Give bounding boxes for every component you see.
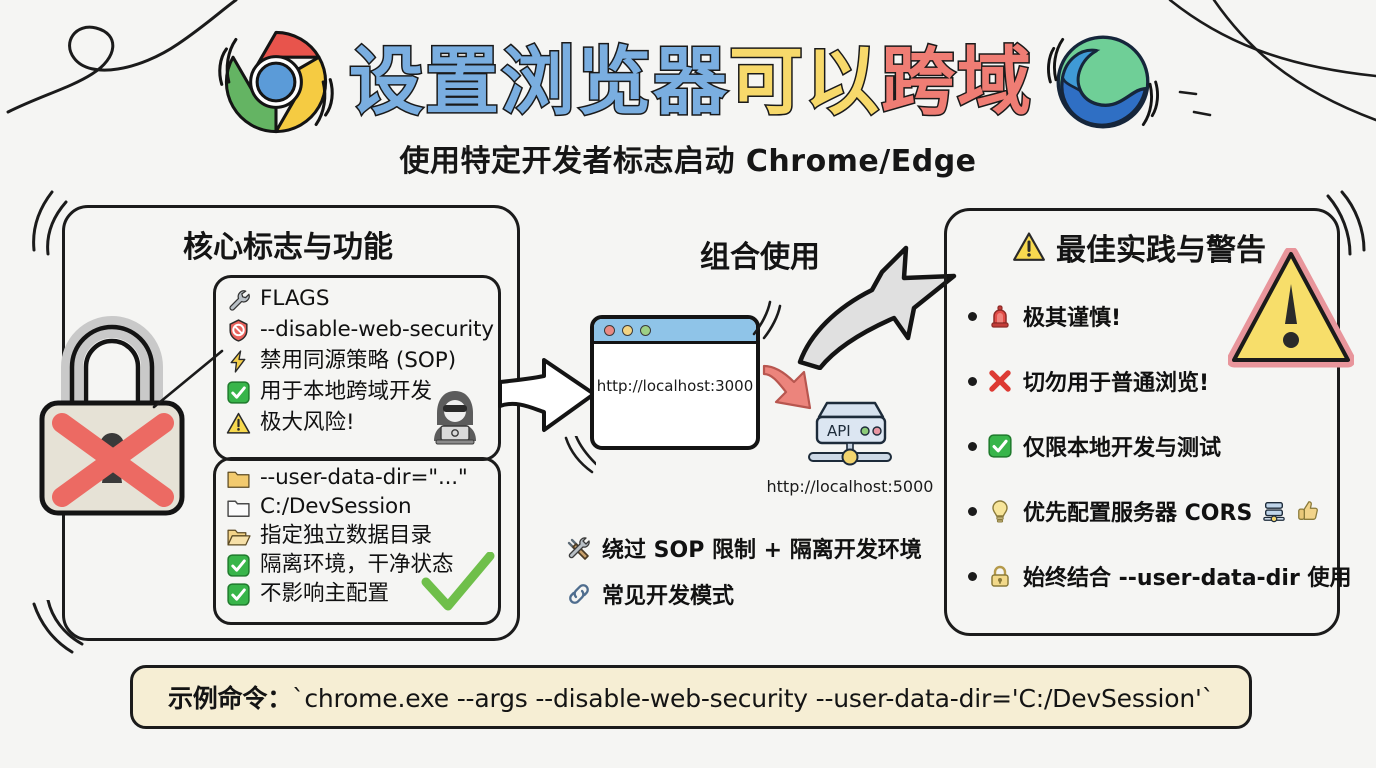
browser-dot-maximize: [640, 325, 651, 336]
check-box-icon: [988, 434, 1012, 458]
list-item-label: 优先配置服务器 CORS: [1023, 501, 1253, 526]
list-item: 仅限本地开发与测试: [968, 430, 1334, 462]
title-part-1: 设置浏览器: [348, 39, 729, 125]
list-item-label: --disable-web-security: [260, 317, 494, 343]
page-title: 设置浏览器 可以 跨域: [348, 39, 1033, 125]
list-item-label: FLAGS: [260, 286, 330, 312]
check-box-icon: [227, 554, 250, 577]
page-subtitle: 使用特定开发者标志启动 Chrome/Edge: [399, 144, 977, 179]
check-box-icon: [227, 381, 250, 404]
svg-text:API: API: [827, 422, 851, 440]
link-icon: [569, 584, 589, 604]
example-command-bar: 示例命令：`chrome.exe --args --disable-web-se…: [130, 665, 1252, 729]
middle-note-item: 常见开发模式: [566, 578, 966, 610]
list-item: 指定独立数据目录: [226, 523, 488, 549]
list-item: FLAGS: [226, 286, 488, 312]
chrome-logo: [218, 30, 334, 134]
browser-dot-close: [604, 325, 615, 336]
green-check-mark-icon: [421, 552, 495, 611]
title-part-2: 可以: [728, 39, 881, 125]
folder-filled-icon: [227, 471, 250, 488]
right-panel: [944, 208, 1340, 636]
left-card-userdatadir-rows: --user-data-dir="..." C:/DevSession 指定独立…: [226, 465, 488, 607]
list-item-label: 极其谨慎!: [1023, 306, 1122, 331]
list-item: 用于本地跨域开发: [226, 379, 488, 405]
edge-logo: [1047, 35, 1159, 129]
warning-triangle-icon: [226, 412, 251, 434]
example-command-label: 示例命令：: [168, 684, 293, 713]
right-panel-title: 最佳实践与警告: [1056, 233, 1266, 268]
middle-note-label: 常见开发模式: [602, 584, 735, 609]
siren-icon: [991, 305, 1009, 328]
list-item: 始终结合 --user-data-dir 使用: [968, 560, 1351, 592]
browser-dot-minimize: [622, 325, 633, 336]
middle-notes: 绕过 SOP 限制 + 隔离开发环境 常见开发模式: [566, 532, 966, 610]
big-grey-curved-arrow-icon: [797, 245, 957, 370]
bullet-dot: [968, 311, 977, 321]
server-url: http://localhost:5000: [766, 477, 934, 496]
server-icon: [1263, 502, 1286, 523]
list-item-label: 隔离环境，干净状态: [260, 552, 454, 578]
bullet-dot: [968, 441, 977, 451]
locked-padlock-with-red-x-icon: [39, 316, 185, 516]
lightning-icon: [230, 350, 246, 373]
list-item: 极其谨慎!: [968, 300, 1334, 332]
list-item-label: 用于本地跨域开发: [260, 379, 433, 405]
list-item: 不影响主配置: [226, 581, 488, 607]
list-item: 优先配置服务器 CORS: [968, 495, 1334, 527]
left-card-userdatadir: [213, 457, 501, 625]
list-item-label: 不影响主配置: [260, 581, 390, 607]
large-warning-triangle-icon: [1228, 248, 1354, 368]
hacker-with-laptop-icon: [434, 391, 476, 445]
bullet-dot: [968, 571, 977, 581]
list-item: 禁用同源策略 (SOP): [226, 348, 488, 374]
hammer-and-wrench-icon: [567, 537, 590, 560]
right-panel-title-row: 最佳实践与警告: [944, 225, 1334, 269]
list-item-label: 指定独立数据目录: [260, 523, 433, 549]
folder-outline-icon: [227, 500, 250, 517]
middle-note-label: 绕过 SOP 限制 + 隔离开发环境: [602, 538, 922, 563]
list-item-label: --user-data-dir="...": [260, 465, 468, 491]
list-item-label: C:/DevSession: [260, 494, 412, 520]
list-item: --user-data-dir="...": [226, 465, 488, 491]
browser-titlebar: [594, 319, 756, 344]
thumbs-up-icon: [1298, 501, 1319, 520]
example-command-text: 示例命令：`chrome.exe --args --disable-web-se…: [168, 679, 1214, 715]
bullet-dot: [968, 376, 977, 386]
browser-frame: http://localhost:3000: [590, 315, 760, 450]
red-cross-icon: [989, 370, 1011, 392]
prohibited-icon: [229, 319, 248, 342]
browser-url: http://localhost:3000: [596, 377, 754, 395]
list-item-label: 始终结合 --user-data-dir 使用: [1023, 566, 1352, 591]
list-item-label: 仅限本地开发与测试: [1023, 436, 1222, 461]
check-box-icon: [227, 583, 250, 606]
list-item: 切勿用于普通浏览!: [968, 365, 1334, 397]
list-item-label: 切勿用于普通浏览!: [1023, 371, 1210, 396]
list-item: 极大风险!: [226, 410, 488, 436]
padlock-icon: [991, 565, 1009, 587]
browser-window-mock: http://localhost:3000: [590, 315, 760, 450]
api-server-icon: API: [808, 401, 892, 466]
list-item: C:/DevSession: [226, 494, 488, 520]
example-command-value: `chrome.exe --args --disable-web-securit…: [292, 684, 1214, 713]
title-part-3: 跨域: [880, 39, 1033, 125]
title-row: 设置浏览器 可以 跨域: [0, 22, 1376, 142]
arrow-right-icon: [498, 358, 596, 432]
right-panel-list: 极其谨慎! 切勿用于普通浏览! 仅限本地开发与测试 优先配置服务: [968, 300, 1351, 592]
left-panel-title: 核心标志与功能: [183, 230, 393, 265]
red-curved-arrow-icon: [762, 364, 812, 410]
warning-triangle-icon: [1013, 232, 1045, 261]
bullet-dot: [968, 506, 977, 516]
list-item-label: 禁用同源策略 (SOP): [260, 348, 457, 374]
middle-panel-title: 组合使用: [700, 240, 820, 275]
list-item: --disable-web-security: [226, 317, 494, 343]
middle-note-item: 绕过 SOP 限制 + 隔离开发环境: [566, 532, 966, 564]
folder-open-icon: [227, 529, 251, 546]
lightbulb-icon: [992, 500, 1008, 523]
list-item-label: 极大风险!: [260, 410, 355, 436]
list-item: 隔离环境，干净状态: [226, 552, 488, 578]
left-card-flags-rows: FLAGS --disable-web-security 禁用同源策略 (SOP…: [226, 286, 494, 436]
wrench-icon: [229, 290, 250, 311]
